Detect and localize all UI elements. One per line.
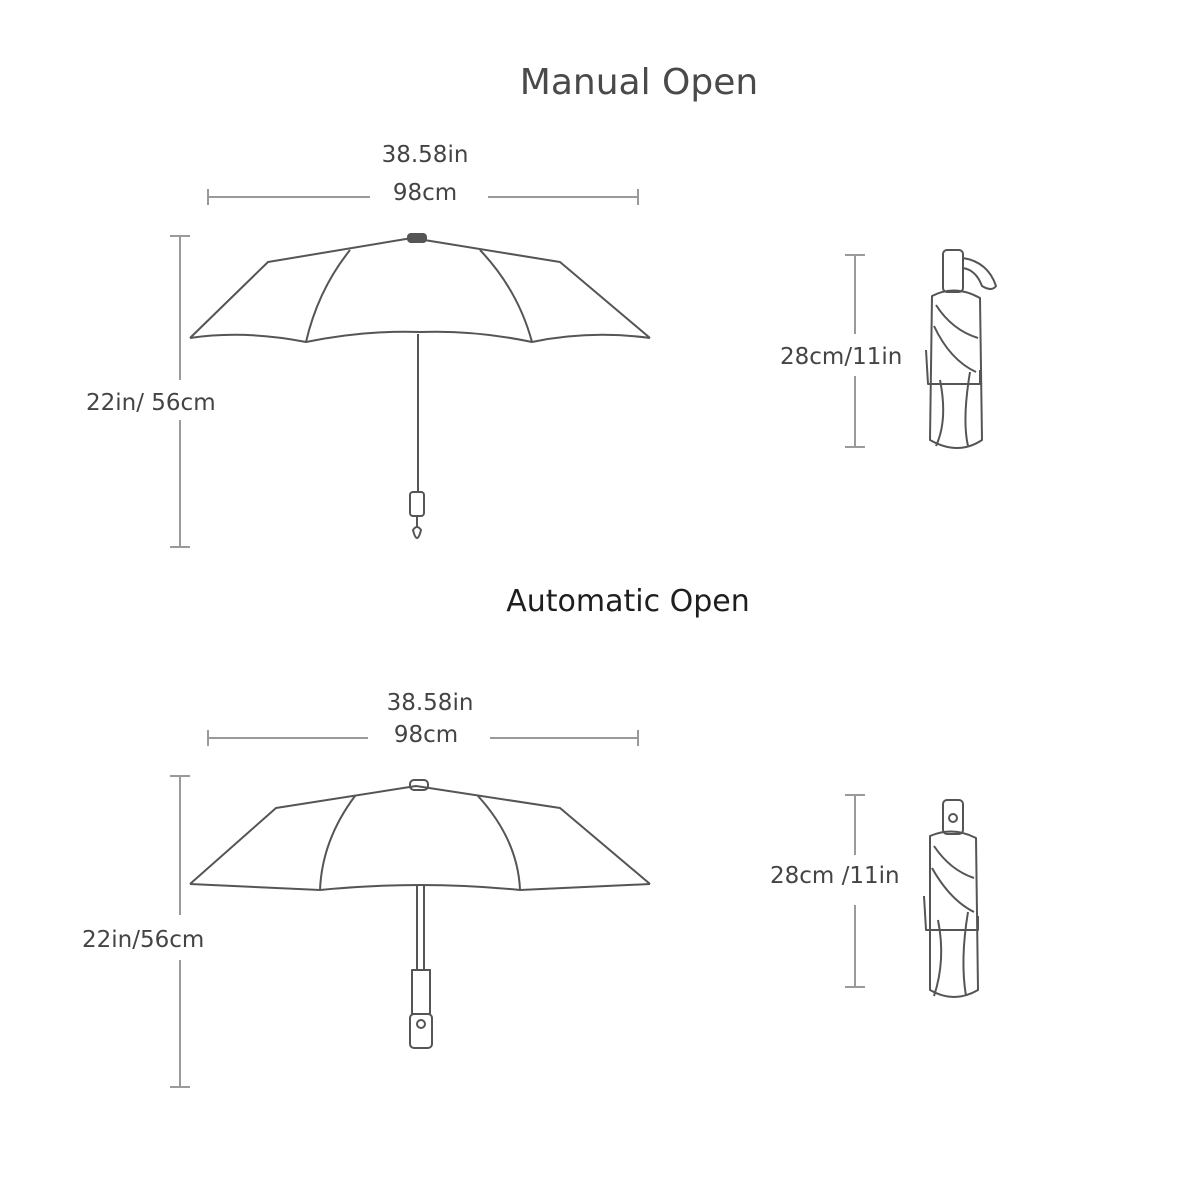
manual-folded-dimension-line <box>845 254 865 448</box>
manual-open-title: Manual Open <box>519 62 759 103</box>
automatic-height-label: 22in/56cm <box>82 927 205 953</box>
automatic-open-umbrella-drawing <box>189 779 651 1049</box>
automatic-folded-length-label: 28cm /11in <box>770 863 900 889</box>
manual-width-inches: 38.58in <box>381 142 469 168</box>
automatic-width-cm: 98cm <box>393 722 459 748</box>
automatic-folded-dimension-line <box>845 794 865 988</box>
manual-width-cm: 98cm <box>392 180 458 206</box>
automatic-width-inches: 38.58in <box>386 690 474 716</box>
automatic-height-dimension-line <box>170 775 190 1088</box>
automatic-width-dimension-line <box>207 730 639 746</box>
automatic-folded-umbrella-drawing <box>923 799 979 998</box>
dimension-lines <box>170 189 865 1088</box>
manual-height-label: 22in/ 56cm <box>86 390 216 416</box>
manual-folded-umbrella-drawing <box>925 249 997 449</box>
manual-open-umbrella-drawing <box>189 233 651 539</box>
manual-height-dimension-line <box>170 235 190 548</box>
automatic-open-title: Automatic Open <box>506 584 750 619</box>
manual-width-dimension-line <box>207 189 639 205</box>
manual-folded-length-label: 28cm/11in <box>780 344 903 370</box>
